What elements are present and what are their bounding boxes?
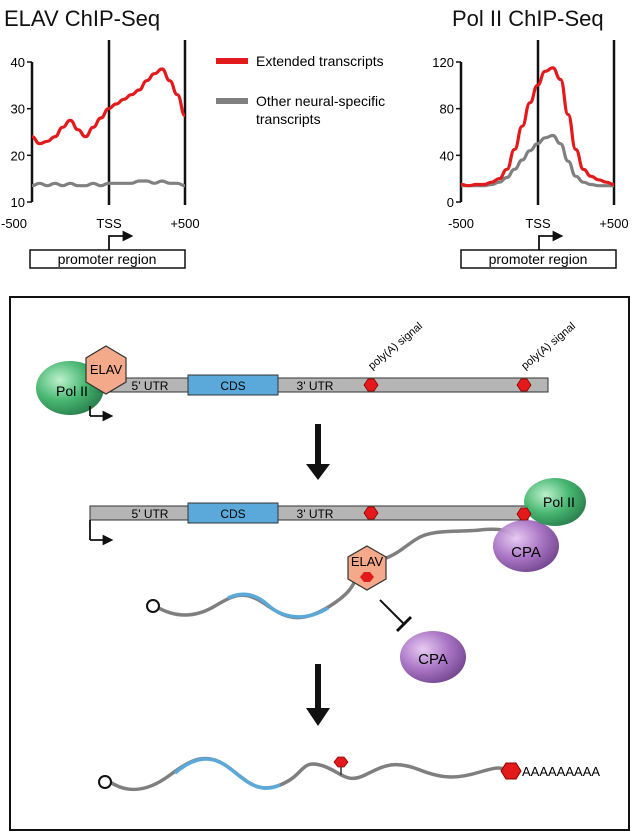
model-frame bbox=[9, 296, 630, 831]
gene2-elav-label: ELAV bbox=[351, 554, 384, 569]
gene1-cds bbox=[187, 374, 279, 396]
gene-stage-2: CDS 5' UTR 3' UTR ELAV CPA CPA Pol II bbox=[89, 478, 586, 683]
elav-promoter-label: promoter region bbox=[58, 251, 157, 267]
elav-tss-arrow-icon bbox=[108, 230, 134, 250]
gene1-polya-signal-2-icon bbox=[516, 378, 532, 392]
mature-rna bbox=[109, 756, 509, 792]
mature-rna-coding bbox=[173, 757, 281, 790]
elav-xtick-left: -500 bbox=[1, 216, 27, 231]
pol2-chart: 0 40 80 120 -500 TSS +500 promoter region bbox=[432, 40, 629, 269]
flow-arrow-1-icon bbox=[306, 464, 330, 480]
gene1-elav-icon bbox=[85, 345, 127, 395]
chart0-series-other bbox=[31, 179, 186, 188]
nascent-rna bbox=[154, 568, 367, 620]
rna-polya-signal-icon bbox=[360, 572, 374, 582]
bound-cpa-icon bbox=[493, 520, 559, 572]
chart0-ytick-label-2: 30 bbox=[11, 102, 25, 117]
rna-5prime-cap-icon bbox=[146, 599, 160, 613]
gene2-elav-icon bbox=[347, 545, 387, 591]
gene1-cds-label: CDS bbox=[220, 379, 245, 393]
gene1-polya-label-2: poly(A) signal bbox=[519, 320, 578, 372]
legend-label-other-line1: Other neural-specific bbox=[256, 93, 385, 109]
gene2-polya-signal-2-icon bbox=[516, 507, 532, 521]
polya-tail-label: AAAAAAAAA bbox=[522, 764, 600, 779]
gene1-elav-label: ELAV bbox=[90, 362, 123, 377]
gene2-utr5-label: 5' UTR bbox=[132, 507, 169, 521]
nascent-rna-coding bbox=[227, 592, 329, 619]
mature-polya-signal-2-icon bbox=[500, 762, 522, 780]
gene2-polya-signal-icon bbox=[363, 506, 379, 520]
gene2-cds bbox=[187, 502, 279, 524]
legend-label-other-line2: transcripts bbox=[256, 111, 321, 127]
pol2-promoter-box bbox=[460, 249, 617, 269]
pol2-xtick-tss: TSS bbox=[525, 216, 551, 231]
gene-stage-1: CDS 5' UTR 3' UTR poly(A) signal poly(A)… bbox=[36, 320, 578, 422]
inhibition-line bbox=[379, 599, 405, 625]
elav-xtick-tss: TSS bbox=[96, 216, 122, 231]
pol2-xtick-left: -500 bbox=[448, 216, 474, 231]
elav-chart: 10 20 30 40 -500 TSS +500 promoter region bbox=[1, 40, 200, 269]
gene2-utr3-label: 3' UTR bbox=[297, 507, 334, 521]
pol2-promoter-label: promoter region bbox=[489, 251, 588, 267]
final-mrna: AAAAAAAAA bbox=[98, 756, 600, 792]
mature-rna-cap-icon bbox=[98, 775, 112, 789]
free-cpa-icon bbox=[400, 631, 466, 683]
gene1-utr5-label: 5' UTR bbox=[132, 379, 169, 393]
elav-promoter-box bbox=[29, 249, 186, 269]
legend-label-extended: Extended transcripts bbox=[256, 53, 384, 69]
chart1-ytick-label-2: 80 bbox=[440, 102, 454, 117]
chart0-ytick-label-3: 40 bbox=[11, 55, 25, 70]
pol2-xtick-right: +500 bbox=[599, 216, 628, 231]
flow-arrow-2-icon bbox=[306, 708, 330, 726]
elav-xtick-right: +500 bbox=[170, 216, 199, 231]
gene2-pol2-icon bbox=[524, 478, 586, 526]
chart1-ytick-label-3: 120 bbox=[432, 55, 454, 70]
chart1-series-extended bbox=[460, 66, 615, 188]
legend: Extended transcripts Other neural-specif… bbox=[216, 53, 385, 127]
chart1-ytick-label-0: 0 bbox=[447, 195, 454, 210]
gene1-polya-signal-1-icon bbox=[363, 378, 379, 392]
chart1-ytick-label-1: 40 bbox=[440, 148, 454, 163]
inhibition-bar-icon bbox=[395, 615, 413, 633]
bound-cpa-label: CPA bbox=[511, 544, 541, 561]
elav-chart-title: ELAV ChIP-Seq bbox=[4, 6, 161, 31]
free-cpa-label: CPA bbox=[418, 651, 448, 668]
gene1-utr3-label: 3' UTR bbox=[297, 379, 334, 393]
gene1-pol2-label: Pol II bbox=[56, 383, 88, 399]
gene2-pol2-label: Pol II bbox=[543, 494, 575, 510]
pol2-tss-arrow-icon bbox=[538, 230, 564, 250]
chart0-ytick-label-0: 10 bbox=[11, 195, 25, 210]
mature-polya-signal-1-icon bbox=[333, 756, 349, 768]
chart0-series-extended bbox=[31, 67, 186, 146]
pol2-chart-title: Pol II ChIP-Seq bbox=[452, 6, 604, 31]
chart0-ytick-label-1: 20 bbox=[11, 148, 25, 163]
gene2-cds-label: CDS bbox=[220, 507, 245, 521]
gene1-polya-label-1: poly(A) signal bbox=[366, 320, 425, 372]
